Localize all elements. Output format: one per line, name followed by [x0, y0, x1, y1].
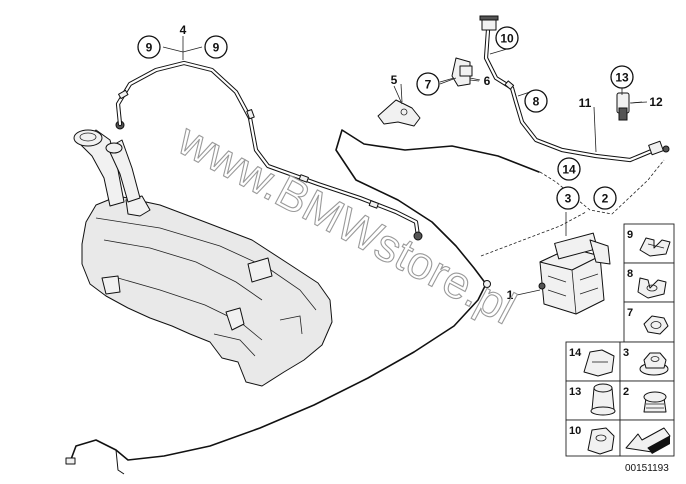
clip-open-icon [637, 277, 667, 299]
legend-cell-number: 14 [569, 347, 582, 359]
callout-9-left: 9 [146, 41, 153, 55]
fuel-tank [73, 120, 333, 387]
callout-6: 6 [484, 74, 491, 88]
callout-ring [416, 72, 440, 96]
charcoal-canister [538, 212, 611, 315]
callout-13: 13 [615, 71, 629, 85]
legend-cell-number: 8 [627, 268, 633, 280]
bracket-5 [377, 85, 421, 127]
flange-nut-icon [639, 352, 669, 376]
plug-icon [643, 391, 667, 413]
callout-11: 11 [579, 96, 592, 110]
document-number: 00151193 [625, 463, 669, 474]
vent-hose [115, 60, 423, 241]
callout-3: 3 [565, 192, 572, 206]
callout-9-right: 9 [213, 41, 220, 55]
callout-2: 2 [602, 192, 609, 206]
legend-cell-number: 7 [627, 307, 633, 319]
callout-8: 8 [533, 95, 540, 109]
legend-cell-number: 3 [623, 347, 629, 359]
parts-legend: 9 8 7 14 3 [565, 223, 675, 474]
purge-hose [479, 15, 670, 163]
callout-10: 10 [500, 32, 514, 46]
legend-cell-number: 10 [569, 425, 581, 437]
callout-ring [524, 89, 548, 113]
callout-14: 14 [562, 163, 576, 177]
callout-5: 5 [391, 73, 398, 87]
callout-ring [137, 35, 161, 59]
callout-ring [556, 186, 580, 210]
valve-12 [616, 86, 643, 121]
grommet-icon [590, 383, 616, 416]
callout-ring [204, 35, 228, 59]
fuel-line [65, 129, 540, 475]
hex-nut-icon [643, 315, 669, 335]
clip-6 [439, 57, 481, 87]
callout-ring [495, 26, 519, 50]
callout-ring [557, 157, 581, 181]
clip-bracket-icon [583, 349, 615, 377]
callout-12: 12 [649, 95, 663, 109]
clip-double-icon [639, 237, 671, 257]
callout-7: 7 [425, 78, 432, 92]
direction-arrow-icon [625, 427, 671, 454]
legend-cell-number: 2 [623, 386, 629, 398]
legend-cell-number: 13 [569, 386, 581, 398]
callouts: 9 4 9 5 7 6 10 8 13 11 12 14 3 2 1 [137, 23, 663, 302]
clip-bracket-icon [587, 427, 615, 455]
callout-ring [610, 65, 634, 89]
callout-1: 1 [507, 288, 514, 302]
callout-4: 4 [180, 23, 187, 37]
callout-ring [593, 186, 617, 210]
legend-cell-number: 9 [627, 229, 633, 241]
